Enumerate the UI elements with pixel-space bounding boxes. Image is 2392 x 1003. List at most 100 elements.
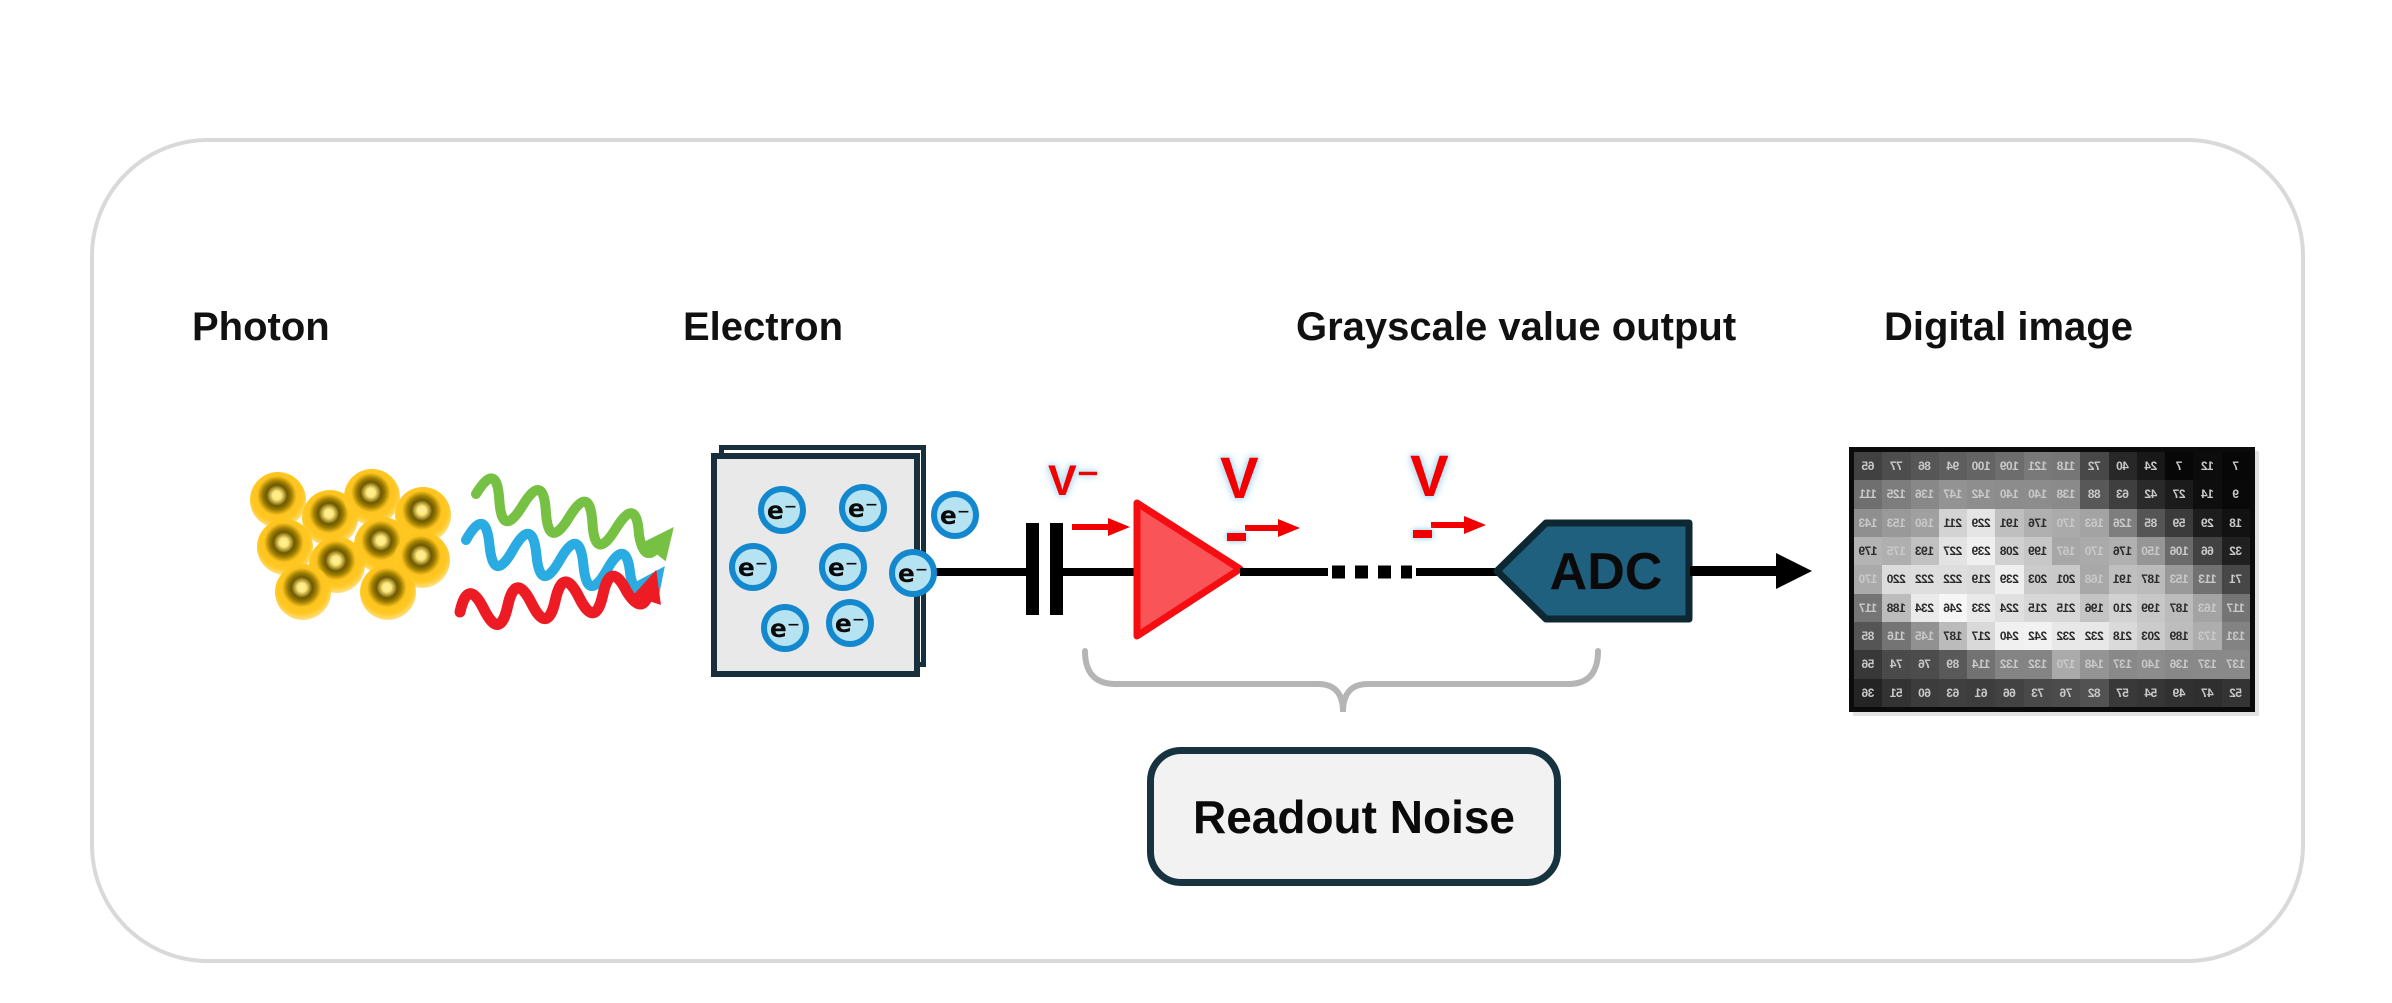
pixel-cell: 229 bbox=[1967, 508, 1996, 537]
electron-label: Electron bbox=[683, 305, 844, 349]
pixel-cell: 239 bbox=[1995, 565, 2024, 594]
pixel-cell: 63 bbox=[2108, 480, 2137, 509]
pixel-cell: 73 bbox=[2023, 678, 2052, 707]
pixel-cell: 7 bbox=[2221, 452, 2250, 481]
pixel-cell: 111 bbox=[1854, 480, 1883, 509]
pixel-cell: 220 bbox=[1882, 565, 1911, 594]
pixel-cell: 42 bbox=[2136, 480, 2166, 509]
pixel-cell: 191 bbox=[1995, 508, 2024, 537]
pixel-cell: 224 bbox=[1995, 593, 2024, 622]
pixel-cell: 18 bbox=[2221, 508, 2250, 537]
pixel-cell: 145 bbox=[1910, 622, 1939, 651]
pixel-cell: 106 bbox=[2165, 537, 2194, 566]
pixel-cell: 77 bbox=[1882, 452, 1911, 481]
pixel-cell: 114 bbox=[1967, 650, 1996, 679]
readout-noise-box: Readout Noise bbox=[1147, 747, 1561, 886]
green-wave-arrow bbox=[471, 473, 674, 562]
pixel-cell: 57 bbox=[2108, 678, 2137, 707]
pixel-cell: 117 bbox=[1854, 593, 1883, 622]
pixel-cell: 140 bbox=[1995, 480, 2024, 509]
pixel-cell: 65 bbox=[1854, 452, 1883, 481]
electron-icon: e⁻ bbox=[889, 549, 937, 597]
photon-icon bbox=[360, 564, 416, 620]
pixel-cell: 137 bbox=[2108, 650, 2137, 679]
electron-icon: e⁻ bbox=[826, 599, 874, 647]
pixel-cell: 85 bbox=[1854, 622, 1883, 651]
photon-label: Photon bbox=[192, 305, 330, 349]
pixel-cell: 132 bbox=[2023, 650, 2052, 679]
pixel-cell: 242 bbox=[2023, 622, 2052, 651]
electron-symbol: e⁻ bbox=[769, 613, 801, 643]
pixel-cell: 94 bbox=[1938, 452, 1968, 481]
electron-symbol: e⁻ bbox=[939, 500, 971, 530]
pixel-cell: 72 bbox=[2080, 452, 2109, 481]
pixel-cell: 210 bbox=[2108, 593, 2137, 622]
electron-icon: e⁻ bbox=[758, 486, 806, 534]
electron-symbol: e⁻ bbox=[737, 552, 769, 582]
pixel-cell: 227 bbox=[1938, 537, 1968, 566]
pixel-cell: 132 bbox=[1995, 650, 2024, 679]
pixel-cell: 47 bbox=[2193, 678, 2222, 707]
electron-symbol: e⁻ bbox=[834, 608, 866, 638]
pixel-cell: 179 bbox=[1854, 537, 1883, 566]
pixel-cell: 138 bbox=[2052, 480, 2081, 509]
pixel-cell: 113 bbox=[2193, 565, 2222, 594]
pixel-cell: 89 bbox=[1938, 650, 1968, 679]
electron-symbol: e⁻ bbox=[766, 495, 798, 525]
photon-icon bbox=[344, 469, 400, 525]
pixel-cell: 49 bbox=[2165, 678, 2194, 707]
pixel-cell: 88 bbox=[2080, 480, 2109, 509]
pixel-cell: 199 bbox=[2136, 593, 2166, 622]
pixel-cell: 168 bbox=[2080, 565, 2109, 594]
pixel-cell: 203 bbox=[2023, 565, 2052, 594]
pixel-cell: 143 bbox=[1854, 508, 1883, 537]
pixel-cell: 29 bbox=[2193, 508, 2222, 537]
pixel-cell: 189 bbox=[2165, 622, 2194, 651]
pixel-cell: 9 bbox=[2221, 480, 2250, 509]
pixel-cell: 215 bbox=[2023, 593, 2052, 622]
pixel-cell: 167 bbox=[2052, 537, 2081, 566]
pixel-cell: 76 bbox=[2052, 678, 2081, 707]
pixel-cell: 117 bbox=[2221, 593, 2250, 622]
pixel-cell: 100 bbox=[1967, 452, 1996, 481]
amplifier-icon bbox=[1133, 499, 1244, 640]
pixel-cell: 196 bbox=[2080, 593, 2109, 622]
pixel-cell: 121 bbox=[2023, 452, 2052, 481]
capacitor-icon bbox=[1026, 523, 1063, 615]
electron-icon: e⁻ bbox=[839, 484, 887, 532]
blue-wave-arrow bbox=[461, 518, 665, 601]
pixel-cell: 51 bbox=[1882, 678, 1911, 707]
pixel-cell: 232 bbox=[2052, 622, 2081, 651]
pixel-cell: 222 bbox=[1938, 565, 1968, 594]
pixel-cell: 59 bbox=[2165, 508, 2194, 537]
pixel-cell: 66 bbox=[2193, 537, 2222, 566]
pixel-cell: 140 bbox=[2023, 480, 2052, 509]
adc-block bbox=[1493, 519, 1693, 623]
pixel-cell: 193 bbox=[1910, 537, 1939, 566]
pixel-cell: 234 bbox=[1910, 593, 1939, 622]
pixel-cell: 148 bbox=[2080, 650, 2109, 679]
pixel-cell: 137 bbox=[2193, 650, 2222, 679]
pixel-cell: 56 bbox=[1854, 650, 1883, 679]
pixel-cell: 219 bbox=[1967, 565, 1996, 594]
photon-icon bbox=[275, 564, 331, 620]
pixel-cell: 147 bbox=[1938, 480, 1968, 509]
pixel-cell: 125 bbox=[1882, 480, 1911, 509]
pixel-cell: 201 bbox=[2052, 565, 2081, 594]
pixel-cell: 40 bbox=[2108, 452, 2137, 481]
pixel-cell: 211 bbox=[1938, 508, 1968, 537]
electron-icon: e⁻ bbox=[761, 604, 809, 652]
pixel-cell: 187 bbox=[2165, 593, 2194, 622]
pixel-cell: 176 bbox=[2108, 537, 2137, 566]
pixel-cell: 170 bbox=[2052, 650, 2081, 679]
pixel-cell: 126 bbox=[2108, 508, 2137, 537]
v-chain-subscript-dash bbox=[1413, 530, 1432, 538]
electron-icon: e⁻ bbox=[931, 491, 979, 539]
readout-noise-brace bbox=[1082, 648, 1601, 713]
pixel-cell: 218 bbox=[2108, 622, 2137, 651]
electron-symbol: e⁻ bbox=[847, 493, 879, 523]
pixel-cell: 222 bbox=[1910, 565, 1939, 594]
pixel-cell: 170 bbox=[1854, 565, 1883, 594]
red-wave-arrow bbox=[454, 569, 661, 630]
